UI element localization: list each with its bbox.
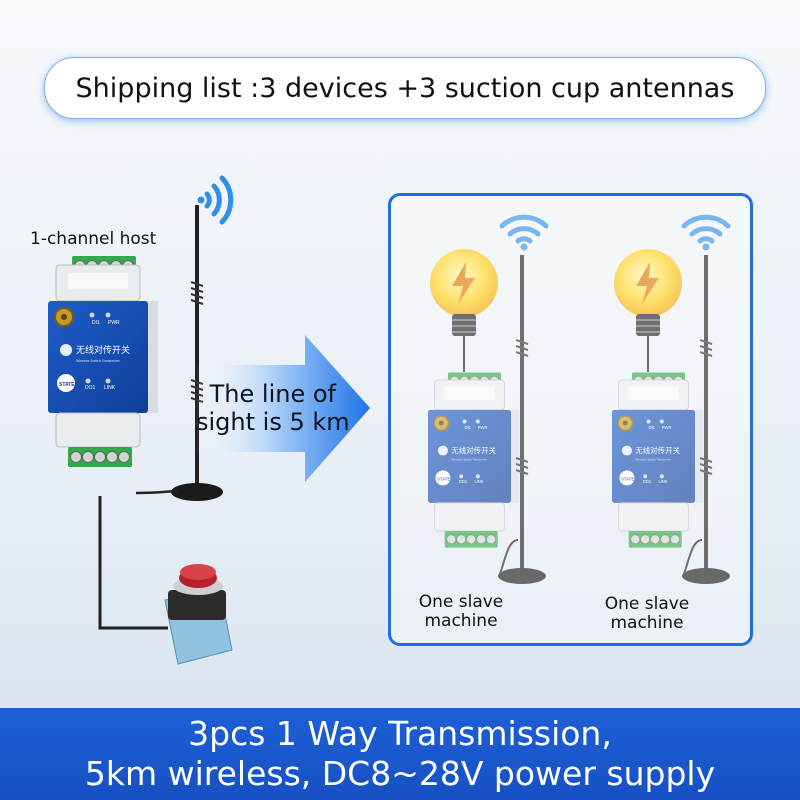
slave1-label-line2: machine (424, 611, 498, 631)
host-brand-en: Wireless Switch Transceiver (76, 359, 121, 363)
line-of-sight-line1: The line of (209, 380, 336, 408)
host-device: DI1 PWR 无线对传开关 Wireless Switch Transceiv… (47, 255, 159, 468)
slave1-antenna (498, 255, 546, 584)
line-of-sight-label: The line of sight is 5 km (196, 380, 350, 436)
slave1-state-button: STATE (437, 476, 450, 481)
slaves-panel (388, 193, 753, 646)
host-brand-cn: 无线对传开关 (76, 344, 130, 356)
slave1-brand-en: Wireless Switch Transceiver (451, 458, 487, 462)
slave2-antenna (682, 255, 730, 584)
push-button-icon (164, 564, 233, 665)
slave2-label-line2: machine (610, 613, 684, 633)
shipping-list-text: Shipping list :3 devices +3 suction cup … (75, 72, 735, 104)
slave1-device: DI1 PWR 无线对传开关 Wireless Switch Transceiv… (427, 372, 521, 549)
footer-line1: 3pcs 1 Way Transmission, (188, 714, 612, 753)
host-bottom-terminal (67, 446, 133, 468)
footer-line2: 5km wireless, DC8~28V power supply (84, 754, 716, 793)
slave1-label: One slave machine (391, 593, 531, 631)
slave2-led-di-label: DI1 (649, 425, 656, 430)
slave2-led-link-label: LINK (658, 479, 667, 484)
host-state-button: STATE (59, 382, 75, 388)
slave2-label-line1: One slave (604, 594, 690, 614)
host-body (47, 264, 159, 448)
host-wifi-icon (198, 178, 231, 222)
host-wire (98, 496, 168, 630)
slave2-brand-en: Wireless Switch Transceiver (635, 458, 671, 462)
slave2-led-do-label: DO1 (643, 479, 652, 484)
slave1-led-link-label: LINK (474, 479, 483, 484)
slave2-device: DI1 PWR 无线对传开关 Wireless Switch Transceiv… (611, 372, 705, 549)
slave2-bulb-icon (614, 249, 682, 372)
slave1-led-di-label: DI1 (465, 425, 472, 430)
slave2-brand-cn: 无线对传开关 (635, 445, 680, 455)
host-led-link-label: LINK (104, 385, 116, 391)
slave1-label-line1: One slave (418, 592, 504, 612)
host-label: 1-channel host (30, 229, 157, 249)
host-led-do-label: DO1 (85, 385, 96, 391)
slave1-bulb-icon (430, 249, 498, 372)
slave2-led-pwr-label: PWR (662, 425, 672, 430)
direction-arrow (195, 335, 370, 482)
host-led-pwr-label: PWR (108, 320, 120, 326)
line-of-sight-line2: sight is 5 km (196, 408, 350, 436)
shipping-list-pill: Shipping list :3 devices +3 suction cup … (44, 57, 766, 119)
slave1-led-pwr-label: PWR (478, 425, 488, 430)
host-led-di-label: DI1 (92, 320, 100, 326)
slave1-brand-cn: 无线对传开关 (451, 445, 496, 455)
slave2-label: One slave machine (577, 595, 717, 633)
footer-banner: 3pcs 1 Way Transmission, 5km wireless, D… (0, 708, 800, 800)
slave2-state-button: STATE (621, 476, 634, 481)
slave1-led-do-label: DO1 (459, 479, 468, 484)
